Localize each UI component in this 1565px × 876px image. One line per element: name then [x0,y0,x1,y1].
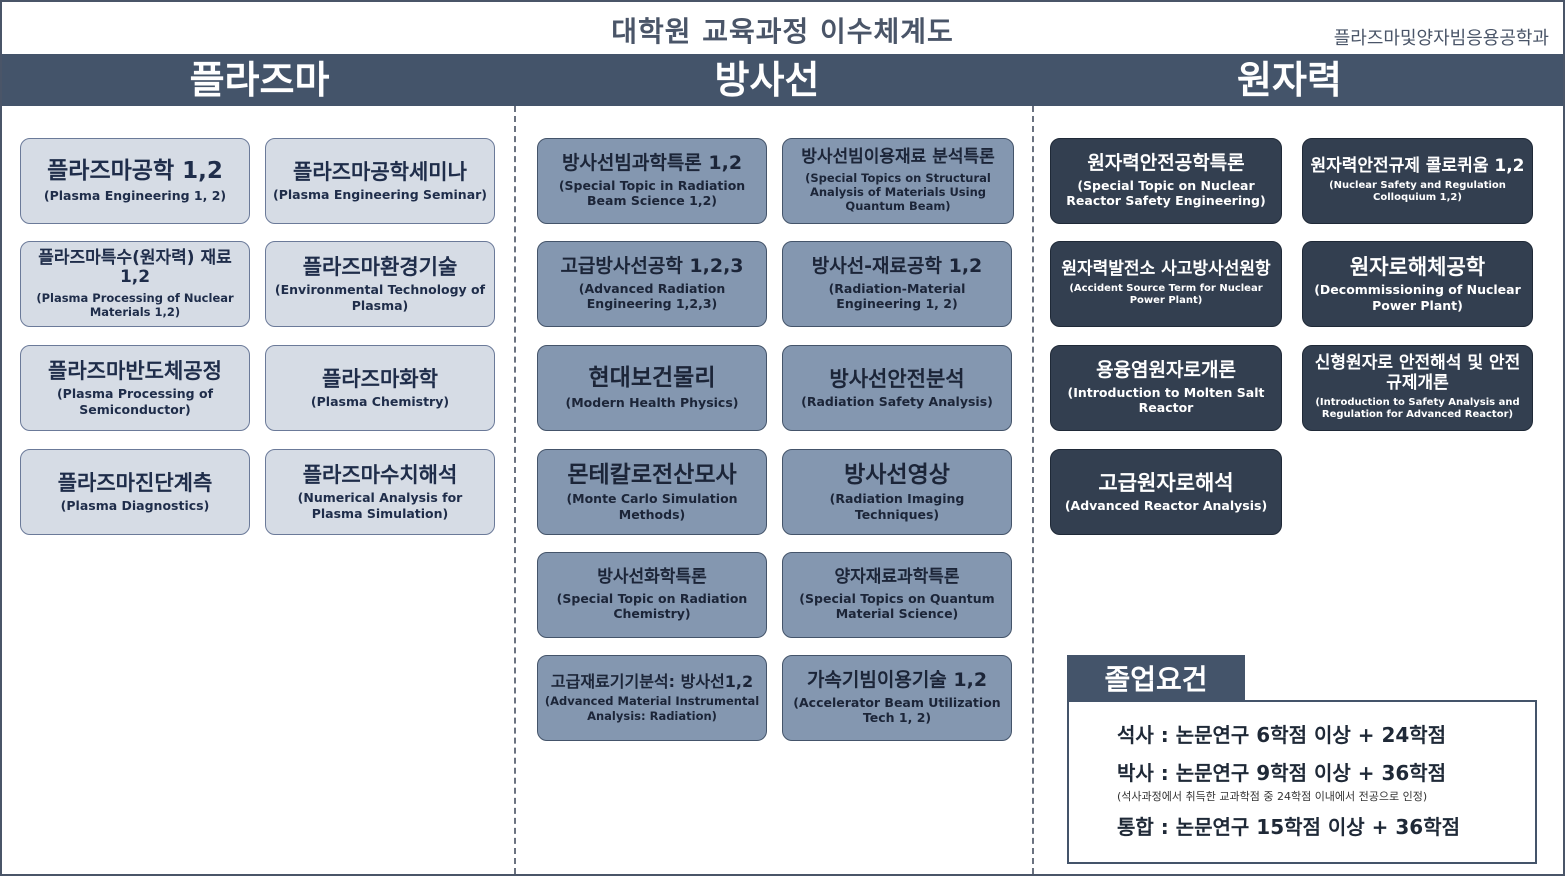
course-card: 방사선안전분석 (Radiation Safety Analysis) [782,345,1012,431]
course-subtitle: (Introduction to Molten Salt Reactor [1067,384,1265,416]
course-subtitle: (Radiation Safety Analysis) [801,393,993,409]
category-title-nuclear: 원자력 [1237,58,1342,102]
course-subtitle: (Advanced Material Instrumental Analysis… [544,694,760,723]
course-subtitle: (Plasma Engineering 1, 2) [43,187,227,203]
course-subtitle: (Special Topics on Quantum Material Scie… [799,590,995,622]
course-card: 몬테칼로전산모사 (Monte Carlo Simulation Methods… [537,449,767,535]
course-card: 용융염원자로개론 (Introduction to Molten Salt Re… [1050,345,1282,431]
course-title: 현대보건물리 [588,365,716,392]
masters-requirement: 석사 : 논문연구 6학점 이상 + 24학점 [1117,723,1447,747]
course-title: 몬테칼로전산모사 [567,461,737,488]
page-title: 대학원 교육과정 이수체계도 [611,15,954,48]
course-title: 플라즈마공학세미나 [293,159,467,184]
phd-requirement: 박사 : 논문연구 9학점 이상 + 36학점 [1117,761,1447,785]
course-title: 양자재료과학특론 [834,567,960,588]
course-card: 플라즈마공학 1,2 (Plasma Engineering 1, 2) [20,138,250,224]
course-subtitle: (Plasma Processing of Nuclear Materials … [36,290,234,320]
graduation-title: 졸업요건 [1067,655,1245,701]
course-title: 고급원자로해석 [1098,470,1234,495]
course-card: 원자력안전공학특론 (Special Topic on Nuclear Reac… [1050,138,1282,224]
course-title: 원자력안전공학특론 [1087,151,1245,174]
course-card: 방사선화학특론 (Special Topic on Radiation Chem… [537,552,767,638]
course-title: 방사선빔과학특론 1,2 [561,151,743,174]
course-title: 방사선화학특론 [597,567,707,588]
course-card: 방사선빔과학특론 1,2 (Special Topic in Radiation… [537,138,767,224]
course-subtitle: (Plasma Diagnostics) [60,497,210,513]
course-subtitle: (Special Topic in Radiation Beam Science… [558,177,746,209]
course-title: 플라즈마특수(원자력) 재료 1,2 [38,247,232,288]
category-band: 플라즈마 방사선 원자력 [2,54,1563,106]
course-title: 방사선-재료공학 1,2 [811,254,983,277]
course-subtitle: (Plasma Chemistry) [310,393,450,409]
course-title: 원자력발전소 사고방사선원항 [1061,259,1271,280]
department-name: 플라즈마및양자빔응용공학과 [1333,28,1549,49]
course-card: 방사선-재료공학 1,2 (Radiation-Material Enginee… [782,241,1012,327]
course-subtitle: (Radiation-Material Engineering 1, 2) [828,280,966,312]
integrated-requirement: 통합 : 논문연구 15학점 이상 + 36학점 [1117,815,1460,839]
course-card: 방사선영상 (Radiation Imaging Techniques) [782,449,1012,535]
course-subtitle: (Advanced Reactor Analysis) [1064,497,1268,513]
course-card: 플라즈마진단계측 (Plasma Diagnostics) [20,449,250,535]
course-card: 플라즈마반도체공정 (Plasma Processing of Semicond… [20,345,250,431]
course-title: 방사선영상 [844,461,950,488]
category-title-radiation: 방사선 [714,58,820,102]
course-title: 방사선빔이용재료 분석특론 [801,147,995,168]
course-title: 플라즈마환경기술 [302,254,458,279]
course-subtitle: (Accident Source Term for Nuclear Power … [1069,282,1263,307]
course-card: 플라즈마화학 (Plasma Chemistry) [265,345,495,431]
course-title: 플라즈마반도체공정 [48,358,222,383]
course-card: 고급방사선공학 1,2,3 (Advanced Radiation Engine… [537,241,767,327]
course-title: 고급방사선공학 1,2,3 [560,254,744,277]
course-subtitle: (Modern Health Physics) [565,394,739,410]
course-title: 원자력안전규제 콜로퀴움 1,2 [1310,156,1525,177]
course-title: 방사선안전분석 [829,366,965,391]
course-subtitle: (Introduction to Safety Analysis and Reg… [1315,396,1520,421]
course-card: 고급원자로해석 (Advanced Reactor Analysis) [1050,449,1282,535]
course-card: 신형원자로 안전해석 및 안전규제개론 (Introduction to Saf… [1302,345,1533,431]
course-subtitle: (Nuclear Safety and Regulation Colloquiu… [1329,179,1506,204]
course-subtitle: (Accelerator Beam Utilization Tech 1, 2) [793,694,1001,726]
course-subtitle: (Decommissioning of Nuclear Power Plant) [1314,281,1521,313]
course-subtitle: (Advanced Radiation Engineering 1,2,3) [578,280,726,312]
course-title: 고급재료기기분석: 방사선1,2 [550,671,754,691]
course-subtitle: (Radiation Imaging Techniques) [829,491,965,522]
graduation-requirements: 석사 : 논문연구 6학점 이상 + 24학점 박사 : 논문연구 9학점 이상… [1067,700,1537,864]
course-subtitle: (Plasma Processing of Semiconductor) [56,385,214,417]
column-divider [514,106,516,874]
course-card: 플라즈마수치해석 (Numerical Analysis for Plasma … [265,449,495,535]
course-card: 원자력안전규제 콜로퀴움 1,2 (Nuclear Safety and Reg… [1302,138,1533,224]
course-subtitle: (Special Topic on Radiation Chemistry) [556,590,748,622]
course-subtitle: (Numerical Analysis for Plasma Simulatio… [297,489,463,521]
course-subtitle: (Monte Carlo Simulation Methods) [566,491,738,522]
course-title: 플라즈마수치해석 [302,462,458,487]
course-card: 플라즈마공학세미나 (Plasma Engineering Seminar) [265,138,495,224]
course-card: 고급재료기기분석: 방사선1,2 (Advanced Material Inst… [537,655,767,741]
course-card: 방사선빔이용재료 분석특론 (Special Topics on Structu… [782,138,1014,224]
course-card: 양자재료과학특론 (Special Topics on Quantum Mate… [782,552,1012,638]
course-card: 원자력발전소 사고방사선원항 (Accident Source Term for… [1050,241,1282,327]
category-title-plasma: 플라즈마 [189,58,330,102]
course-subtitle: (Special Topics on Structural Analysis o… [805,170,991,214]
course-title: 플라즈마화학 [322,366,438,391]
course-subtitle: (Plasma Engineering Seminar) [272,186,488,202]
course-card: 원자로해체공학 (Decommissioning of Nuclear Powe… [1302,241,1533,327]
course-title: 플라즈마공학 1,2 [47,158,223,185]
course-card: 가속기빔이용기술 1,2 (Accelerator Beam Utilizati… [782,655,1012,741]
course-title: 가속기빔이용기술 1,2 [806,668,988,691]
course-card: 플라즈마환경기술 (Environmental Technology of Pl… [265,241,495,327]
course-card: 플라즈마특수(원자력) 재료 1,2 (Plasma Processing of… [20,241,250,327]
phd-requirement-note: (석사과정에서 취득한 교과학점 중 24학점 이내에서 전공으로 인정) [1117,790,1428,803]
course-title: 플라즈마진단계측 [57,470,213,495]
course-subtitle: (Environmental Technology of Plasma) [274,281,486,313]
course-title: 신형원자로 안전해석 및 안전규제개론 [1314,353,1521,393]
course-title: 원자로해체공학 [1349,254,1486,279]
column-divider [1032,106,1034,874]
course-subtitle: (Special Topic on Nuclear Reactor Safety… [1066,177,1266,209]
course-card: 현대보건물리 (Modern Health Physics) [537,345,767,431]
title-row: 대학원 교육과정 이수체계도 플라즈마및양자빔응용공학과 [2,2,1563,54]
course-title: 용융염원자로개론 [1096,358,1236,381]
